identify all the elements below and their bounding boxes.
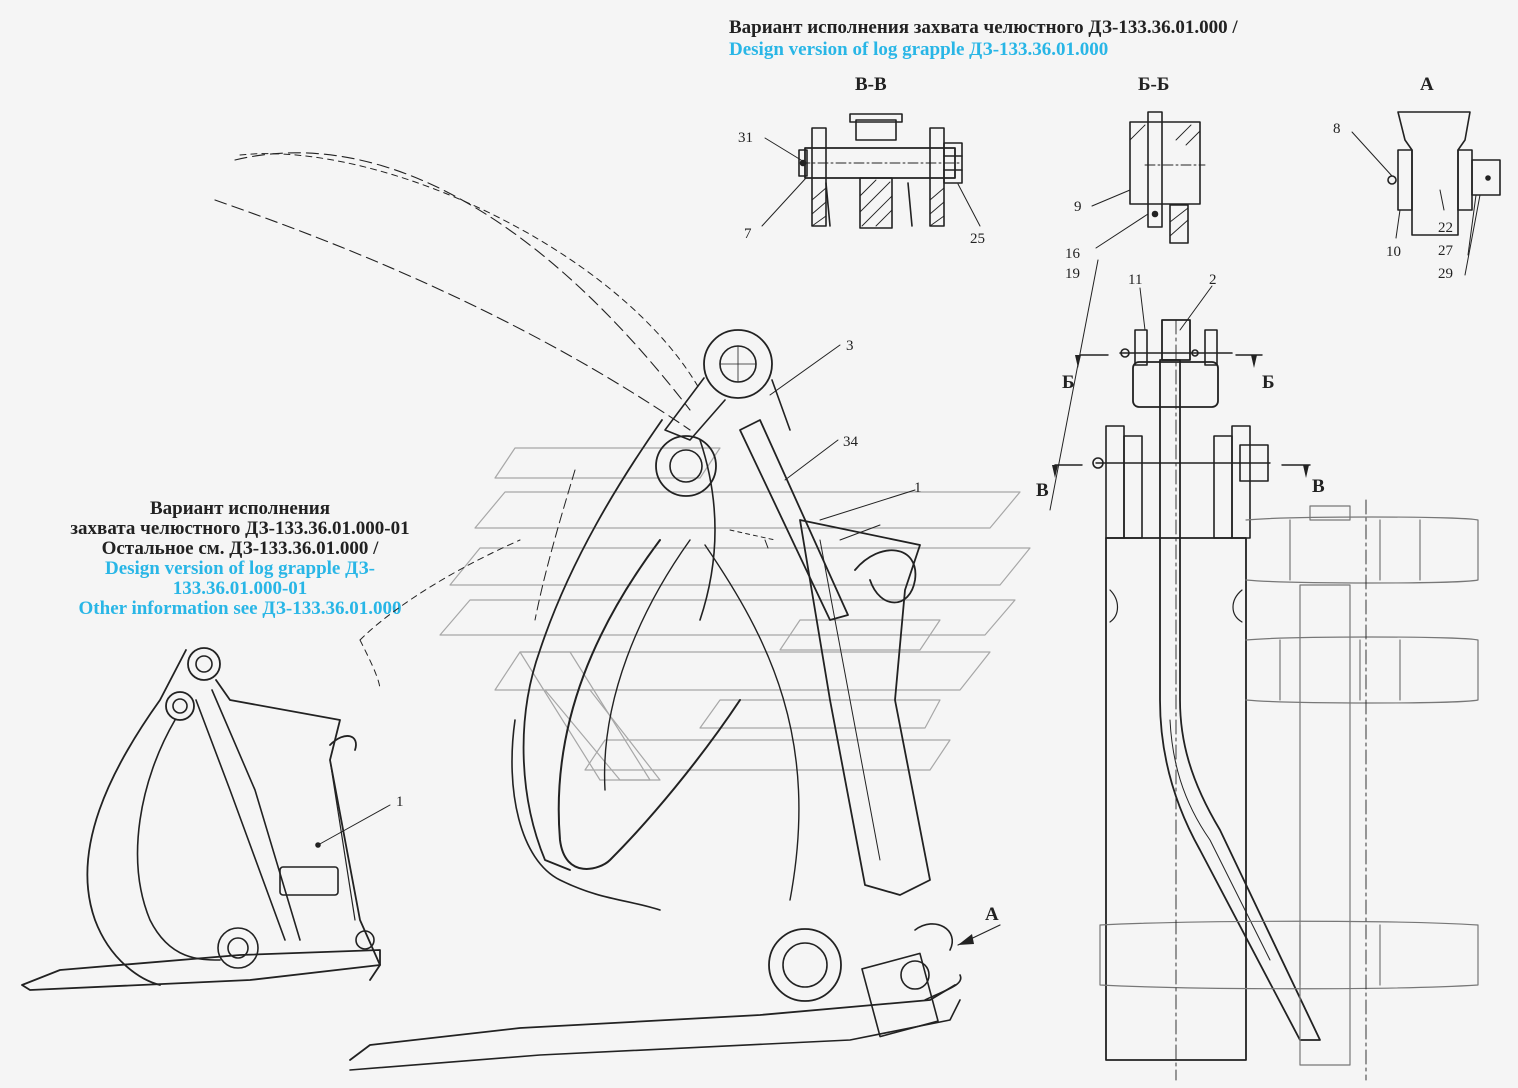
- cut-v-left-label: В: [1036, 480, 1049, 501]
- callout-10: 10: [1386, 244, 1401, 260]
- title-ru: Вариант исполнения захвата челюстного ДЗ…: [729, 17, 1238, 38]
- callout-22: 22: [1438, 220, 1453, 236]
- section-vv-label: В-В: [855, 74, 887, 95]
- callout-1-variant: 1: [396, 794, 404, 810]
- variant-side-view: 1: [21, 647, 404, 991]
- callout-34: 34: [843, 434, 859, 450]
- watermark-logo: [439, 447, 1031, 781]
- view-a-arrow-label: А: [985, 904, 999, 925]
- variant-en-line-3: Other information see ДЗ-133.36.01.000: [78, 598, 402, 619]
- callout-1-main: 1: [914, 480, 922, 496]
- variant-ru-line-1: Вариант исполнения: [149, 498, 330, 519]
- title-en: Design version of log grapple ДЗ-133.36.…: [729, 39, 1109, 60]
- callout-25: 25: [970, 231, 985, 247]
- variant-en-line-1: Design version of log grapple ДЗ-: [104, 558, 376, 579]
- view-a-label: А: [1420, 74, 1434, 95]
- grapple-side-view: А 3 34 1: [214, 152, 1099, 1071]
- variant-ru-line-2: захвата челюстного ДЗ-133.36.01.000-01: [70, 518, 410, 539]
- callout-7: 7: [744, 226, 752, 242]
- callout-31: 31: [738, 130, 753, 146]
- section-bb-label: Б-Б: [1138, 74, 1169, 95]
- callout-3: 3: [846, 338, 854, 354]
- drawing-title: Вариант исполнения захвата челюстного ДЗ…: [729, 17, 1429, 61]
- cut-b-right-label: Б: [1262, 372, 1275, 393]
- variant-ru-line-3: Остальное см. ДЗ-133.36.01.000 /: [101, 538, 379, 559]
- callout-27: 27: [1438, 243, 1454, 259]
- section-bb: Б-Б 9 16 19: [1065, 74, 1206, 282]
- grapple-front-view: Б Б В В: [1036, 272, 1479, 1081]
- callout-9: 9: [1074, 199, 1082, 215]
- variant-en-line-2: 133.36.01.000-01: [172, 578, 308, 599]
- callout-8: 8: [1333, 121, 1341, 137]
- callout-11: 11: [1128, 272, 1142, 288]
- callout-19: 19: [1065, 266, 1080, 282]
- view-a: А 8 10 22 27 29: [1333, 74, 1501, 282]
- callout-29: 29: [1438, 266, 1453, 282]
- cut-b-left-label: Б: [1062, 372, 1075, 393]
- callout-2: 2: [1209, 272, 1217, 288]
- cut-v-right-label: В: [1312, 476, 1325, 497]
- variant-caption: Вариант исполнения захвата челюстного ДЗ…: [20, 499, 460, 619]
- callout-16: 16: [1065, 246, 1081, 262]
- section-vv: В-В 31 7 25: [738, 74, 985, 247]
